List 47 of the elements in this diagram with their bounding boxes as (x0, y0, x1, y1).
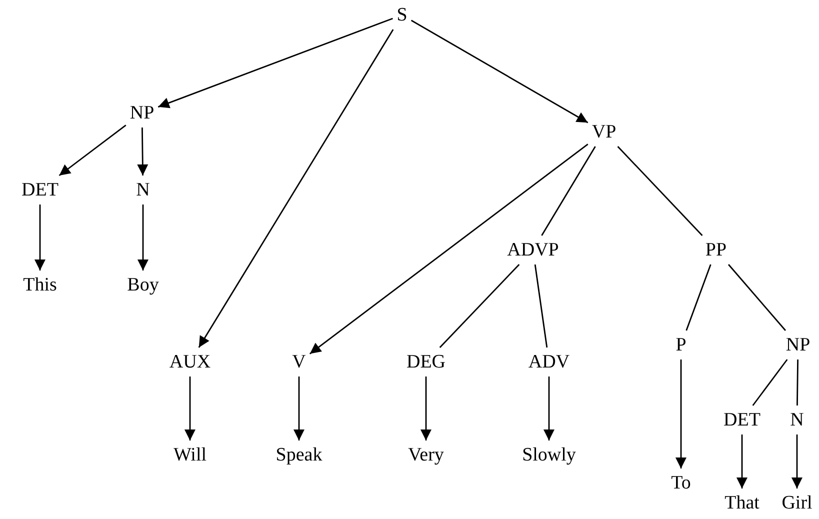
category-label: N (135, 178, 151, 202)
branch-line (534, 264, 548, 348)
arrow (736, 434, 748, 488)
word-label: Speak (274, 444, 324, 466)
arrow (309, 144, 588, 354)
category-label: VP (590, 120, 618, 144)
category-label: NP (784, 334, 812, 356)
word-label: Will (172, 444, 208, 466)
arrow (137, 204, 148, 270)
branch-line (796, 360, 798, 406)
word-label: That (724, 492, 760, 514)
branch-line (439, 264, 520, 348)
arrow (410, 20, 588, 124)
arrow (791, 434, 802, 488)
arrow (293, 376, 304, 440)
word-label: Girl (780, 492, 814, 514)
category-label: V (291, 350, 307, 374)
category-label: ADVP (506, 238, 560, 262)
category-label: DET (722, 408, 762, 432)
arrow (58, 124, 126, 176)
word-label: This (22, 274, 58, 296)
category-label: S (396, 4, 408, 26)
word-label: Slowly (521, 444, 577, 466)
branch-line (617, 146, 703, 236)
arrow (137, 128, 148, 176)
category-label: ADV (527, 350, 571, 374)
branch-line (686, 264, 712, 331)
word-label: Boy (126, 274, 160, 296)
arrow (198, 29, 394, 348)
arrow (184, 376, 196, 440)
word-label: Very (407, 444, 445, 466)
category-label: AUX (168, 350, 212, 374)
branch-line (752, 359, 788, 406)
arrow (34, 204, 46, 270)
branch-line (541, 146, 596, 236)
category-label: P (674, 334, 688, 356)
branch-line (728, 264, 786, 331)
category-label: DEG (405, 350, 447, 374)
arrow (158, 18, 393, 108)
arrow (543, 376, 554, 440)
arrow (420, 376, 432, 440)
word-label: To (670, 472, 692, 494)
category-label: N (789, 408, 805, 432)
category-label: PP (704, 238, 728, 262)
arrow (675, 360, 686, 468)
category-label: NP (128, 102, 156, 124)
category-label: DET (20, 178, 60, 202)
